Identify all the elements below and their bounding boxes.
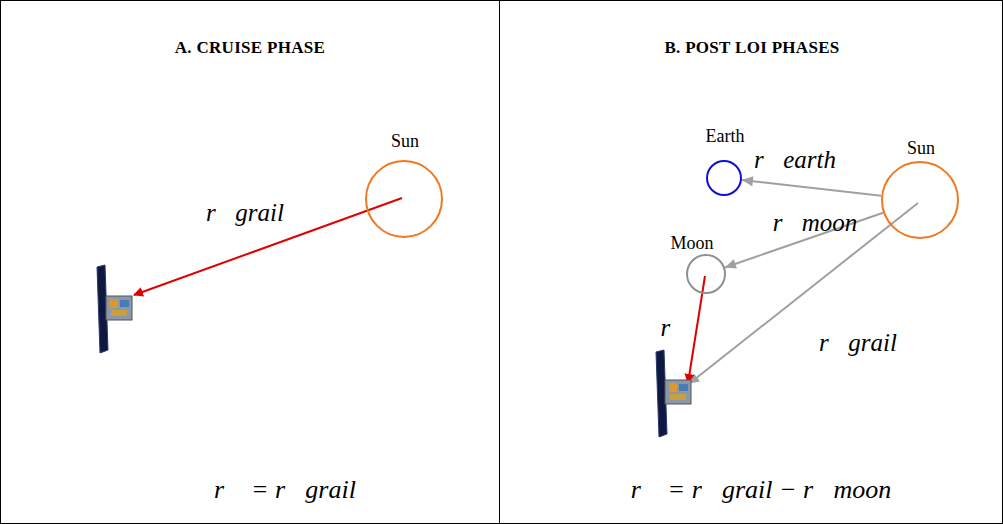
body-name: Moon [671,233,714,254]
vector-label: r⃗moon [771,209,860,237]
equation: r⃗ = r⃗grail [214,475,356,505]
position-vector [742,176,881,195]
sun-circle: Sun [365,160,443,238]
body-name: Sun [907,138,935,159]
equation: r⃗ = r⃗grail − r⃗moon [631,475,891,505]
spacecraft [656,350,691,437]
panel-title: A. CRUISE PHASE [175,38,325,58]
post-loi-panel: B. POST LOI PHASES r⃗ = r⃗grail − r⃗moon E… [499,0,1003,524]
position-vector [690,203,918,383]
vector-label: r⃗ [658,314,691,342]
panel-title: B. POST LOI PHASES [664,38,839,58]
vector-label: r⃗grail [817,329,899,357]
sun-circle: Sun [881,161,959,239]
vector-label: r⃗grail [204,199,286,227]
spacecraft [97,265,132,353]
position-vector [134,198,402,295]
cruise-panel: A. CRUISE PHASE r⃗ = r⃗grail Sun [0,0,500,524]
body-name: Earth [706,126,745,147]
body-name: Sun [391,131,419,152]
vector-label: r⃗earth [752,146,838,174]
moon-circle: Moon [686,254,726,294]
earth-circle: Earth [706,160,742,196]
